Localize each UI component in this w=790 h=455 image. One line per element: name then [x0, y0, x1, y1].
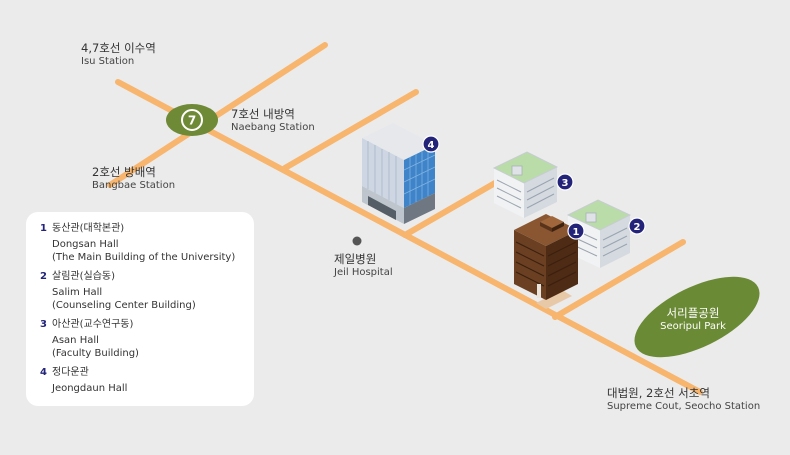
building-jeongdaun	[362, 123, 436, 224]
marker-1-label: 1	[573, 227, 580, 238]
hospital-ko: 제일병원	[334, 252, 377, 266]
marker-2-label: 2	[634, 222, 641, 233]
seocho-station-ko: 대법원, 2호선 서초역	[607, 386, 710, 400]
bangbae-station-ko: 2호선 방배역	[92, 165, 156, 179]
legend-name-ko: 살림관(실습동)	[52, 271, 116, 282]
marker-2: 2	[628, 217, 646, 235]
legend-num: 4	[40, 367, 47, 378]
isu-station-ko: 4,7호선 이수역	[81, 41, 156, 55]
label-seocho-station: 대법원, 2호선 서초역 Supreme Cout, Seocho Statio…	[607, 386, 760, 413]
label-park: 서리플공원 Seoripul Park	[648, 306, 738, 333]
legend-name-en: Salim Hall	[52, 287, 103, 298]
legend-name-ko: 정다운관	[52, 367, 89, 378]
legend-detail: (The Main Building of the University)	[52, 252, 236, 263]
bangbae-station-en: Bangbae Station	[92, 180, 176, 191]
seocho-station-en: Supreme Cout, Seocho Station	[607, 401, 761, 412]
line7-badge-label: 7	[188, 114, 196, 128]
marker-1: 1	[567, 222, 585, 240]
line7-station-badge: 7	[166, 104, 218, 136]
legend-num: 2	[40, 271, 47, 282]
road-hospital-cross	[282, 89, 419, 171]
road-park-cross	[552, 239, 686, 320]
roads	[107, 42, 703, 395]
marker-4-label: 4	[428, 140, 435, 151]
hospital-marker	[352, 236, 362, 246]
legend-name-ko: 동산관(대학본관)	[52, 223, 125, 234]
building-asan	[492, 151, 559, 218]
marker-3-label: 3	[562, 178, 569, 189]
isu-station-en: Isu Station	[81, 56, 135, 67]
park-en: Seoripul Park	[660, 321, 726, 332]
legend-name-en: Dongsan Hall	[52, 239, 119, 250]
marker-3: 3	[556, 173, 574, 191]
road-main-diagonal	[115, 79, 703, 395]
legend-name-ko: 아산관(교수연구동)	[52, 319, 134, 330]
legend-name-en: Jeongdaun Hall	[52, 383, 128, 394]
marker-4: 4	[422, 135, 440, 153]
legend-detail: (Counseling Center Building)	[52, 300, 196, 311]
naebang-station-en: Naebang Station	[231, 122, 315, 133]
building-markers: 4 3 2 1	[422, 135, 646, 240]
legend-name-en: Asan Hall	[52, 335, 99, 346]
legend-num: 3	[40, 319, 47, 330]
building-dongsan	[514, 214, 578, 309]
label-bangbae-station: 2호선 방배역 Bangbae Station	[92, 165, 175, 192]
legend-num: 1	[40, 223, 47, 234]
naebang-station-ko: 7호선 내방역	[231, 107, 295, 121]
park-area	[634, 276, 760, 358]
building-legend: 1 동산관(대학본관) Dongsan Hall (The Main Build…	[26, 212, 254, 406]
road-isu-bangbae	[107, 42, 328, 188]
legend-detail: (Faculty Building)	[52, 348, 139, 359]
road-jeongdaun-cross	[402, 180, 498, 238]
label-naebang-station: 7호선 내방역 Naebang Station	[231, 107, 315, 134]
hospital-en: Jeil Hospital	[334, 267, 393, 278]
label-isu-station: 4,7호선 이수역 Isu Station	[81, 41, 156, 68]
park-ko: 서리플공원	[666, 306, 720, 320]
label-hospital: 제일병원 Jeil Hospital	[334, 252, 393, 279]
